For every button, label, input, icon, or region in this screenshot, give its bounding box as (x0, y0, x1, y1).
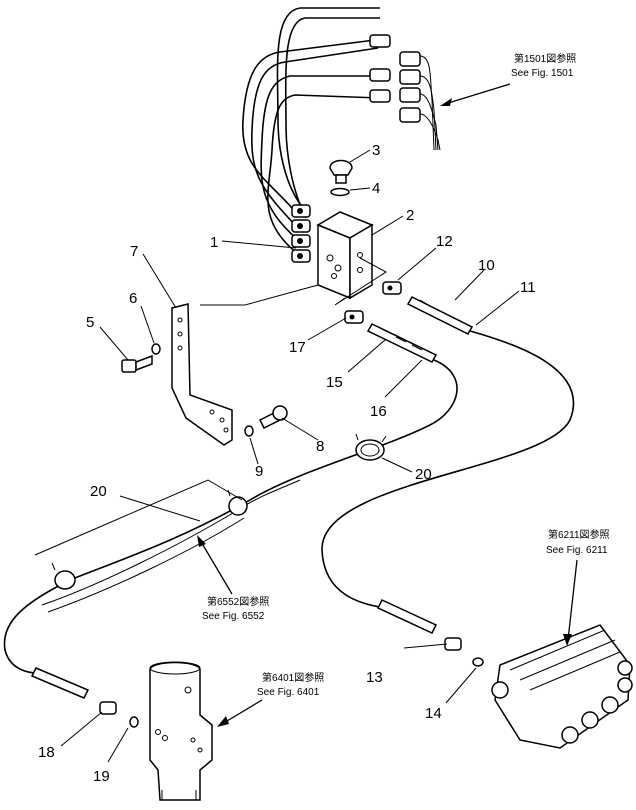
part-label-20b: 20 (415, 466, 432, 483)
reference-fig-6552: 第6552図参照 See Fig. 6552 (197, 535, 269, 622)
reference-en-6552: See Fig. 6552 (202, 611, 265, 622)
part-label-11: 11 (520, 279, 536, 296)
hose-10 (321, 296, 575, 609)
plug (329, 159, 353, 184)
bracket (171, 303, 233, 446)
part-label-18: 18 (38, 744, 55, 761)
o-ring-14 (472, 657, 484, 667)
steering-valve (149, 661, 213, 801)
part-label-2: 2 (406, 207, 414, 224)
part-label-20a: 20 (90, 483, 107, 500)
reference-en-1501: See Fig. 1501 (511, 68, 574, 79)
part-label-8: 8 (316, 438, 324, 455)
reference-fig-6401: 第6401図参照 See Fig. 6401 (217, 671, 324, 727)
reference-jp-6211: 第6211図参照 (548, 528, 610, 541)
part-label-15: 15 (326, 374, 343, 391)
control-valve (491, 624, 633, 749)
valve-block (200, 204, 387, 306)
hose-end-18 (30, 667, 117, 715)
part-label-10: 10 (478, 257, 495, 274)
reference-jp-6401: 第6401図参照 (262, 671, 324, 684)
elbow-fitting-17 (344, 310, 364, 324)
part-label-14: 14 (425, 705, 442, 722)
clamp-upper (355, 433, 387, 461)
part-label-9: 9 (255, 463, 263, 480)
elbow-fitting-12 (382, 281, 402, 295)
part-label-17: 17 (289, 339, 306, 356)
washer-6 (151, 343, 161, 355)
part-number-labels: 1 2 3 4 5 6 7 8 9 10 11 12 13 14 15 16 1… (38, 142, 536, 785)
part-label-19: 19 (93, 768, 110, 785)
bolt-8 (258, 405, 288, 430)
reference-fig-6211: 第6211図参照 See Fig. 6211 (546, 528, 610, 646)
part-label-4: 4 (372, 180, 380, 197)
reference-jp-1501: 第1501図参照 (514, 52, 576, 65)
part-label-6: 6 (129, 290, 137, 307)
washer-9 (244, 425, 254, 437)
part-label-13: 13 (366, 669, 383, 686)
part-label-1: 1 (210, 234, 218, 251)
o-ring-19 (129, 716, 139, 728)
hose-end-13 (376, 599, 462, 651)
part-label-12: 12 (436, 233, 453, 250)
reference-jp-6552: 第6552図参照 (207, 595, 269, 608)
hose-end-connectors (369, 34, 441, 151)
part-label-7: 7 (130, 243, 138, 260)
reference-en-6211: See Fig. 6211 (546, 545, 608, 556)
control-hose-loops (242, 7, 381, 255)
o-ring (330, 187, 350, 197)
bolt-5 (121, 354, 153, 373)
part-label-16: 16 (370, 403, 387, 420)
hose-guide (34, 479, 301, 613)
hose-15 (3, 323, 458, 674)
leader-lines (60, 149, 520, 763)
reference-en-6401: See Fig. 6401 (257, 687, 320, 698)
part-label-3: 3 (372, 142, 380, 159)
reference-fig-1501: 第1501図参照 See Fig. 1501 (440, 52, 576, 106)
part-label-5: 5 (86, 314, 94, 331)
